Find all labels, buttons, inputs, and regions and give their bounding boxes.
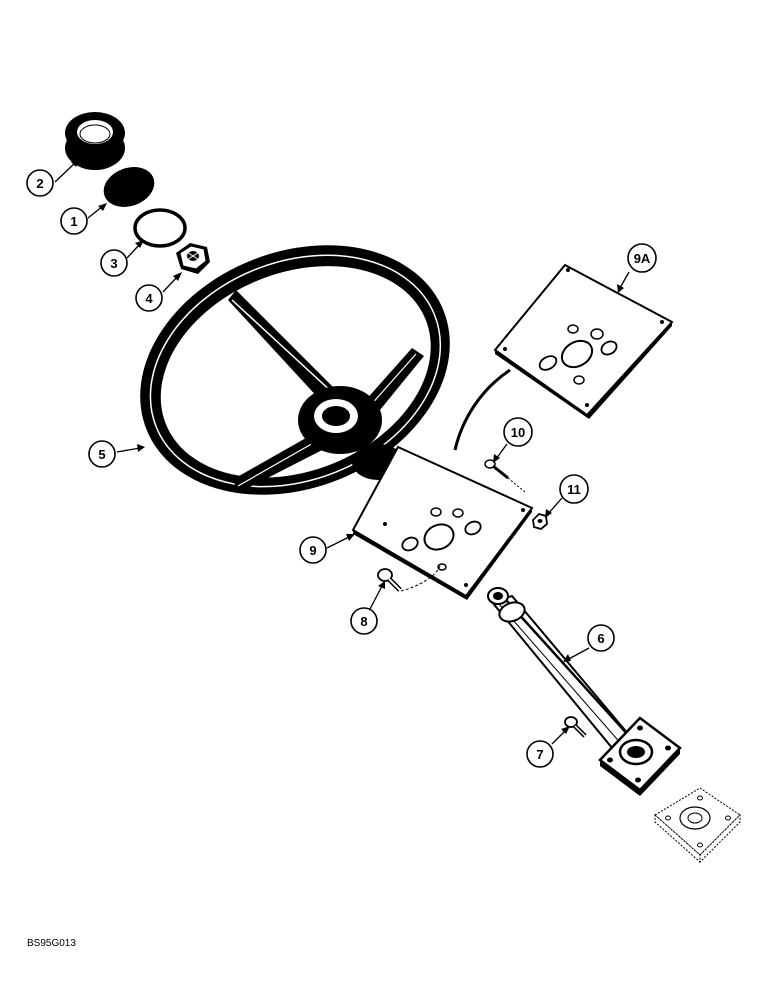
callout-2: 2 (26, 169, 54, 197)
figure-reference-code: BS95G013 (27, 938, 76, 949)
callout-8: 8 (350, 607, 378, 635)
svg-text:✱: ✱ (288, 234, 300, 250)
horn-button (103, 167, 155, 207)
callout-2-label: 2 (36, 176, 43, 191)
callout-11-label: 11 (567, 482, 581, 497)
callout-1: 1 (60, 207, 88, 235)
callout-4-label: 4 (145, 291, 153, 306)
callout-9a: 9A (627, 243, 657, 273)
mounting-plate-9 (351, 445, 534, 600)
callout-3: 3 (100, 249, 128, 277)
callout-6-label: 6 (597, 631, 604, 646)
callout-7: 7 (526, 740, 554, 768)
callout-7-label: 7 (536, 747, 543, 762)
leader-lines (54, 158, 630, 745)
steering-motor (654, 787, 741, 864)
callout-9: 9 (299, 536, 327, 564)
callout-6: 6 (587, 624, 615, 652)
hex-nut (176, 243, 210, 274)
steering-column (487, 587, 682, 796)
callout-5: 5 (88, 440, 116, 468)
o-ring (133, 208, 187, 248)
callout-9-label: 9 (309, 543, 316, 558)
callout-1-label: 1 (70, 214, 77, 229)
callout-4: 4 (135, 284, 163, 312)
bolt-8 (377, 565, 441, 592)
bolt-7 (564, 716, 587, 738)
steering-wheel: ✱ (140, 234, 450, 495)
screw-10 (484, 459, 526, 493)
callout-9a-label: 9A (634, 251, 651, 266)
callout-10-label: 10 (511, 425, 525, 440)
nut-11 (532, 512, 548, 530)
callout-11: 11 (559, 474, 589, 504)
mounting-plate-9a (493, 263, 674, 419)
callout-10: 10 (503, 417, 533, 447)
callout-8-label: 8 (360, 614, 367, 629)
callout-5-label: 5 (98, 447, 105, 462)
callout-3-label: 3 (110, 256, 117, 271)
horn-cap (65, 112, 125, 170)
